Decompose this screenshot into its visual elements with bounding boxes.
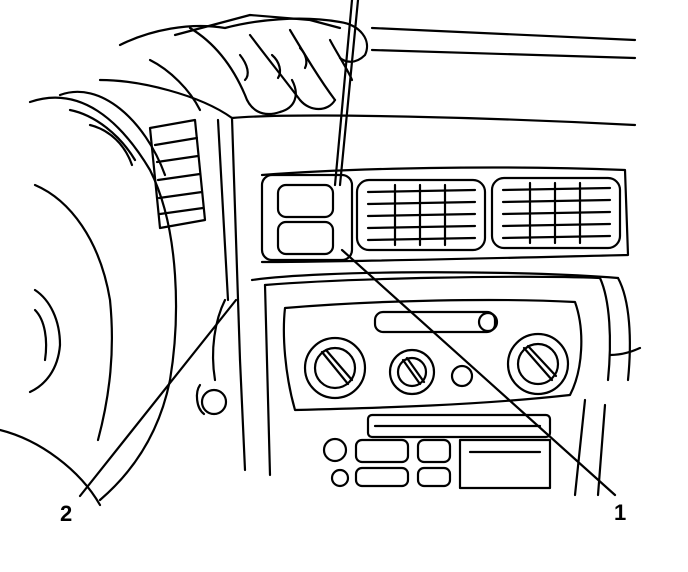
center-stack-bezel [250,271,631,477]
left-knob [195,383,228,416]
instrument-cluster [68,78,234,167]
left-trim-panel [211,116,247,472]
climate-knob-left [303,336,367,400]
left-air-vent [148,118,207,230]
radio-unit [322,413,552,490]
dashboard-top-edge [173,13,637,127]
switch-panel [260,173,354,262]
climate-knob-middle [388,348,436,396]
climate-knob-right [506,332,570,396]
center-vent-left [355,178,487,252]
callout-leader-2 [78,298,238,498]
climate-button [450,364,474,388]
callout-label-1: 1 [614,500,627,525]
center-vent-right [490,176,622,250]
center-vents-housing [260,166,630,264]
right-lower-panel [573,346,642,497]
callout-label-2: 2 [60,501,73,526]
callout-leader-1 [340,248,617,497]
hand-with-tool [118,0,368,187]
steering-wheel [0,90,178,507]
